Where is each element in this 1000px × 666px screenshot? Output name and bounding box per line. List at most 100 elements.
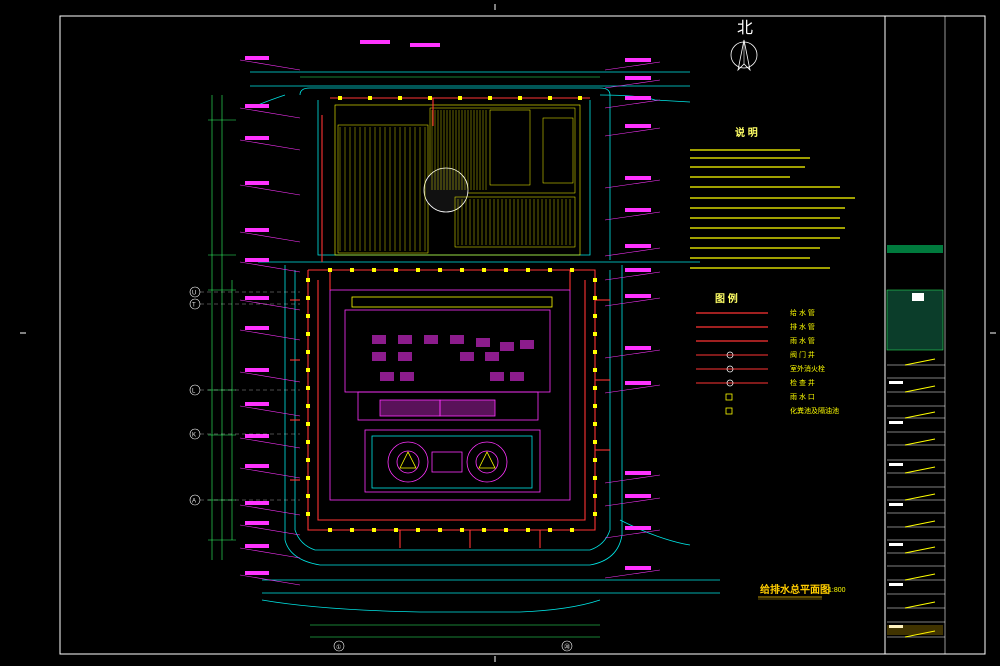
manhole-marker <box>306 314 310 318</box>
manhole-marker <box>593 332 597 336</box>
manhole-marker <box>350 268 354 272</box>
north-arrow: 北 <box>730 19 758 72</box>
manhole-marker <box>526 268 530 272</box>
title-block-text-bar <box>904 573 936 581</box>
leader-line <box>604 211 661 221</box>
title-block-text-bar <box>904 466 936 474</box>
manhole-marker <box>593 314 597 318</box>
axis-label: K <box>192 433 196 439</box>
north-label: 北 <box>737 19 753 37</box>
manhole-marker <box>504 528 508 532</box>
manhole-marker <box>306 368 310 372</box>
leader-tag <box>245 464 269 468</box>
leader-tag <box>245 402 269 406</box>
leader-line <box>604 179 661 189</box>
leader-tag <box>625 176 651 180</box>
leader-line <box>239 504 301 516</box>
manhole-marker <box>328 528 332 532</box>
drawing-scale: 1:800 <box>828 587 846 594</box>
room-block <box>424 335 438 344</box>
title-block-text-bar <box>904 411 936 419</box>
title-block-label-bar <box>889 463 903 466</box>
manhole-marker <box>394 268 398 272</box>
leader-line <box>239 405 301 417</box>
room-block <box>510 372 524 381</box>
manhole-marker <box>306 332 310 336</box>
title-block-label-bar <box>889 543 903 546</box>
manhole-marker <box>593 494 597 498</box>
legend-label: 室外消火栓 <box>790 364 825 373</box>
room-block <box>372 352 386 361</box>
title-block-text-bar <box>904 546 936 554</box>
leader-tag <box>625 124 651 128</box>
legend-label: 排 水 管 <box>790 322 815 331</box>
leader-tag <box>625 208 651 212</box>
leader-tag <box>245 434 269 438</box>
manhole-marker <box>328 268 332 272</box>
manhole-marker <box>338 96 342 100</box>
leader-tag <box>625 268 651 272</box>
room-block <box>490 372 504 381</box>
leader-tag <box>245 228 269 232</box>
title-block-label-bar <box>889 625 903 628</box>
legend-label: 雨 水 管 <box>790 336 815 345</box>
title-block-label-bar <box>889 381 903 384</box>
manhole-marker <box>306 440 310 444</box>
manhole-marker <box>482 528 486 532</box>
pipe-network <box>290 97 610 548</box>
manhole-marker <box>306 350 310 354</box>
leader-tag <box>245 104 269 108</box>
title-block-text-bar <box>904 438 936 446</box>
leader-line <box>239 329 301 341</box>
manhole-marker <box>372 268 376 272</box>
manhole-marker <box>394 528 398 532</box>
legend-heading: 图 例 <box>715 292 738 305</box>
leader-tag <box>410 43 440 47</box>
legend-label: 雨 水 口 <box>790 392 815 401</box>
room-block <box>398 335 412 344</box>
room-block <box>398 352 412 361</box>
manhole-marker <box>438 268 442 272</box>
manhole-marker <box>504 268 508 272</box>
manhole-marker <box>482 268 486 272</box>
title-block-text-bar <box>904 601 936 609</box>
leader-tag <box>245 136 269 140</box>
manhole-marker <box>306 512 310 516</box>
leader-tag <box>625 294 651 298</box>
leader-tag <box>245 521 269 525</box>
leader-tag <box>245 326 269 330</box>
manhole-marker <box>460 528 464 532</box>
leader-line <box>239 184 301 196</box>
leader-line <box>239 467 301 479</box>
legend-swatch-symbol <box>726 351 734 359</box>
manhole-marker <box>488 96 492 100</box>
legend-swatch-symbol <box>725 407 733 415</box>
leader-tag <box>245 56 269 60</box>
leader-tag <box>625 346 651 350</box>
leader-line <box>239 574 301 586</box>
manhole-marker <box>548 268 552 272</box>
leader-tag <box>625 566 651 570</box>
leader-line <box>604 529 661 539</box>
leader-line <box>604 349 661 359</box>
manhole-marker <box>306 494 310 498</box>
manhole-marker <box>416 528 420 532</box>
leader-tag <box>245 296 269 300</box>
axis-label: U <box>192 291 196 297</box>
notes-heading: 说 明 <box>735 126 758 139</box>
manhole-marker <box>398 96 402 100</box>
leader-tag <box>245 181 269 185</box>
drawing-frame <box>20 4 996 662</box>
bottom-axis-1: ① <box>336 644 341 651</box>
manhole-marker <box>368 96 372 100</box>
title-block-label-bar <box>889 421 903 424</box>
annotation-leaders <box>239 40 661 586</box>
manhole-marker <box>593 386 597 390</box>
legend-label: 阀 门 井 <box>790 350 815 359</box>
manhole-marker <box>306 476 310 480</box>
leader-line <box>239 107 301 119</box>
title-block-text-bar <box>904 358 936 366</box>
leader-tag <box>245 571 269 575</box>
room-block <box>500 342 514 351</box>
leader-tag <box>245 368 269 372</box>
